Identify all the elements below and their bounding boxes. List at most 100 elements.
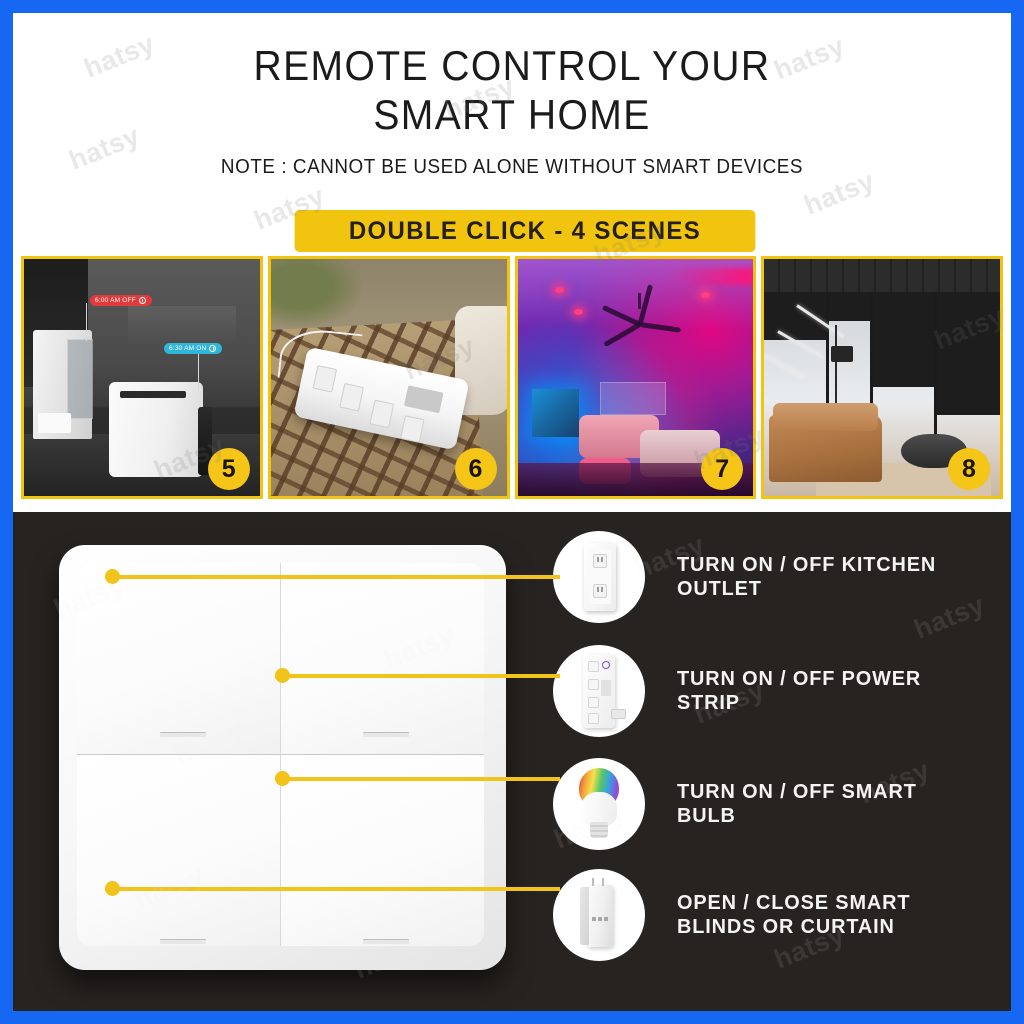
socket-shape bbox=[593, 554, 607, 568]
coffee-maker-shape bbox=[33, 330, 94, 440]
scene-tile-8[interactable]: 8 bbox=[761, 256, 1003, 499]
tag-label: 6:30 AM ON bbox=[169, 345, 207, 352]
plant-shape bbox=[270, 259, 366, 331]
power-button-icon bbox=[602, 661, 610, 669]
socket-shape bbox=[588, 661, 599, 672]
tile-badge: 7 bbox=[701, 448, 744, 490]
scenes-banner: DOUBLE CLICK - 4 SCENES bbox=[294, 210, 756, 252]
clock-icon bbox=[209, 345, 217, 352]
usb-ports-shape bbox=[403, 385, 444, 414]
ceiling-spot bbox=[701, 292, 711, 299]
top-section: REMOTE CONTROL YOUR SMART HOME NOTE : CA… bbox=[13, 13, 1011, 512]
kitchen-photo: 6:00 AM OFF 6:30 AM ON bbox=[24, 259, 260, 496]
scene-tile-7[interactable]: 7 bbox=[514, 256, 757, 499]
tv-shape bbox=[531, 389, 579, 437]
feature-row-outlet[interactable]: TURN ON / OFF KITCHEN OUTLET bbox=[553, 531, 967, 623]
socket-shape bbox=[399, 415, 425, 444]
socket-shape bbox=[588, 697, 599, 708]
callout-dot-2 bbox=[275, 668, 290, 683]
callout-dot-1 bbox=[105, 569, 120, 584]
socket-shape bbox=[339, 383, 364, 412]
callout-dot-4 bbox=[105, 881, 120, 896]
window-mullion bbox=[870, 292, 874, 449]
ceiling-fan-shape bbox=[598, 284, 683, 347]
window-mullion bbox=[933, 292, 937, 449]
power-strip-icon bbox=[553, 645, 645, 737]
power-strip-photo bbox=[270, 259, 507, 496]
ceiling-shape bbox=[764, 259, 1000, 293]
led-strip-glow bbox=[673, 268, 754, 286]
wall-outlet-icon bbox=[553, 531, 645, 623]
toaster-side-shape bbox=[198, 406, 212, 476]
blind-shade bbox=[827, 292, 871, 321]
motor-indicator-shape bbox=[592, 917, 608, 921]
socket-shape bbox=[312, 364, 338, 393]
socket-shape bbox=[588, 713, 599, 724]
scene-tile-5[interactable]: 6:00 AM OFF 6:30 AM ON 5 bbox=[21, 256, 263, 499]
socket-shape bbox=[369, 400, 394, 428]
schedule-tag-off: 6:00 AM OFF bbox=[90, 295, 152, 306]
feature-row-curtain[interactable]: OPEN / CLOSE SMART BLINDS OR CURTAIN bbox=[553, 869, 967, 961]
ceiling-spot bbox=[555, 287, 565, 294]
strip-body-shape bbox=[583, 654, 615, 728]
page-title: REMOTE CONTROL YOUR SMART HOME bbox=[48, 41, 976, 139]
ceiling-spot bbox=[574, 308, 584, 315]
floor-lamp-shape bbox=[830, 325, 853, 421]
button-notch bbox=[363, 939, 410, 944]
motor-pin-shape bbox=[592, 878, 594, 886]
outlet-plate-shape bbox=[584, 543, 616, 611]
leader-line-2 bbox=[198, 351, 199, 391]
feature-label: TURN ON / OFF SMART BULB bbox=[677, 780, 917, 827]
feature-row-power-strip[interactable]: TURN ON / OFF POWER STRIP bbox=[553, 645, 967, 737]
window-shape bbox=[600, 382, 666, 416]
switch-faceplate bbox=[77, 563, 484, 946]
title-line-1: REMOTE CONTROL YOUR bbox=[253, 42, 771, 89]
outlet-face-shape bbox=[589, 550, 611, 604]
curtain-motor-icon bbox=[553, 869, 645, 961]
title-line-2: SMART HOME bbox=[373, 91, 651, 138]
bulb-body-shape bbox=[581, 792, 617, 826]
button-notch bbox=[159, 732, 206, 738]
bulb-screw-base-shape bbox=[590, 822, 608, 838]
smart-scene-switch[interactable] bbox=[59, 545, 506, 970]
button-notch bbox=[159, 939, 206, 944]
button-notch bbox=[363, 732, 410, 738]
plug-shape bbox=[611, 709, 626, 719]
clock-icon bbox=[138, 297, 146, 304]
toaster-shape bbox=[108, 382, 212, 478]
switch-button-top-left[interactable] bbox=[77, 563, 281, 755]
window-mullion bbox=[825, 292, 829, 449]
feature-label: TURN ON / OFF KITCHEN OUTLET bbox=[677, 553, 937, 600]
tile-badge: 6 bbox=[454, 448, 497, 490]
tag-label: 6:00 AM OFF bbox=[95, 297, 136, 304]
socket-shape bbox=[588, 679, 599, 690]
feature-label: OPEN / CLOSE SMART BLINDS OR CURTAIN bbox=[677, 891, 911, 938]
blind-shade bbox=[936, 292, 1000, 416]
socket-shape bbox=[593, 584, 607, 598]
pendant-light bbox=[764, 353, 806, 379]
usb-ports-shape bbox=[601, 680, 611, 696]
scene-tiles: 6:00 AM OFF 6:30 AM ON 5 bbox=[16, 256, 1008, 506]
hood-shape bbox=[127, 306, 237, 345]
switch-button-bottom-left[interactable] bbox=[77, 754, 281, 946]
callout-line-3 bbox=[275, 777, 560, 781]
sofa-shape bbox=[768, 403, 883, 482]
switch-button-top-right[interactable] bbox=[280, 563, 484, 755]
callout-line-1 bbox=[105, 575, 560, 579]
tile-badge: 8 bbox=[948, 448, 990, 490]
feature-row-smart-bulb[interactable]: TURN ON / OFF SMART BULB bbox=[553, 758, 967, 850]
callout-line-4 bbox=[105, 887, 560, 891]
smart-bulb-icon bbox=[553, 758, 645, 850]
motor-pin-shape bbox=[602, 878, 604, 886]
callout-dot-3 bbox=[275, 771, 290, 786]
scene-tile-6[interactable]: 6 bbox=[267, 256, 510, 499]
blinds-room-photo bbox=[764, 259, 1000, 496]
note-text: NOTE : CANNOT BE USED ALONE WITHOUT SMAR… bbox=[220, 155, 804, 178]
bottom-section: TURN ON / OFF KITCHEN OUTLET TURN ON / O… bbox=[13, 512, 1011, 1011]
switch-button-bottom-right[interactable] bbox=[280, 754, 484, 946]
leader-line-1 bbox=[86, 303, 87, 341]
tile-badge: 5 bbox=[207, 448, 250, 490]
callout-line-2 bbox=[275, 674, 560, 678]
feature-label: TURN ON / OFF POWER STRIP bbox=[677, 667, 922, 714]
blind-shade bbox=[872, 292, 934, 387]
